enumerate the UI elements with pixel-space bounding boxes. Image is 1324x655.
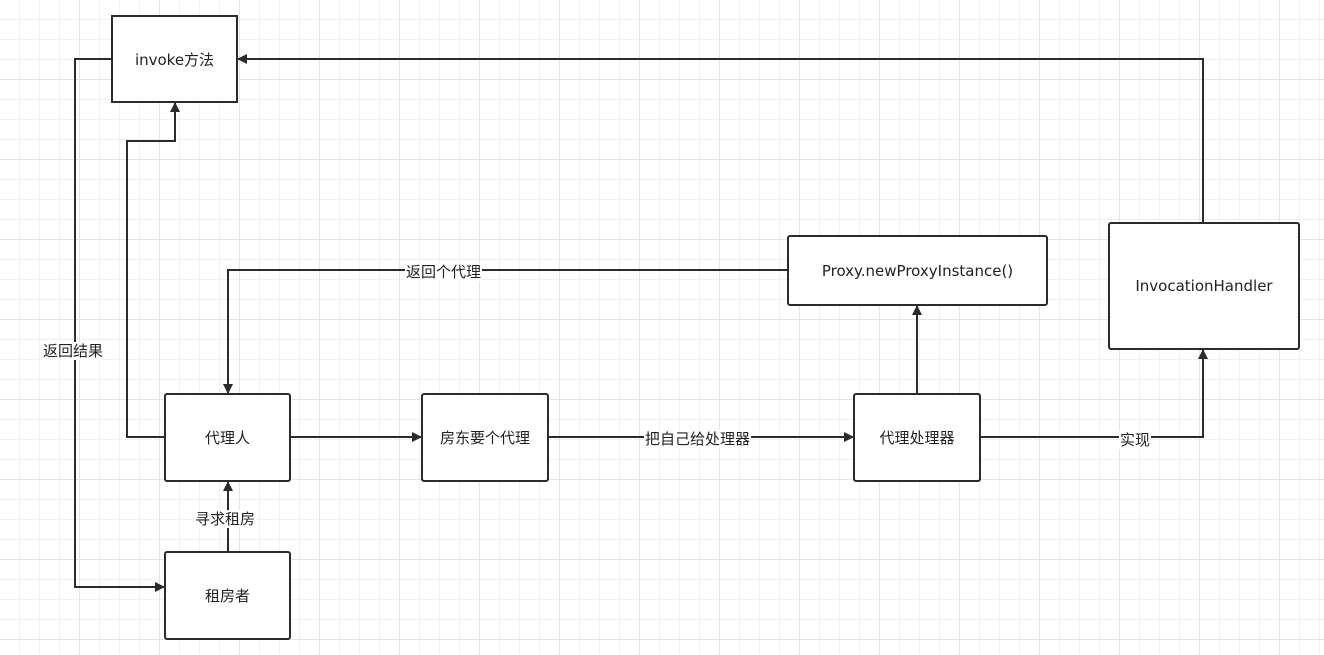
invocation-handler-node[interactable]: InvocationHandler <box>1108 222 1300 350</box>
edge-label-give-self-to-handler: 把自己给处理器 <box>644 430 752 448</box>
invoke-method-node[interactable]: invoke方法 <box>111 15 238 103</box>
tenant-label: 租房者 <box>204 587 250 605</box>
edge-agent-to-invoke <box>126 102 180 438</box>
edge-label-return-result: 返回结果 <box>42 342 105 360</box>
edge-handler-to-invoke <box>237 54 1204 222</box>
proxy-new-instance-node[interactable]: Proxy.newProxyInstance() <box>787 235 1048 306</box>
proxy-new-instance-label: Proxy.newProxyInstance() <box>821 261 1014 280</box>
edge-label-seek-rental: 寻求租房 <box>194 510 257 528</box>
landlord-label: 房东要个代理 <box>439 429 530 447</box>
proxy-handler-label: 代理处理器 <box>879 429 955 447</box>
agent-node[interactable]: 代理人 <box>164 393 291 482</box>
invoke-method-label: invoke方法 <box>134 50 215 69</box>
invocation-handler-label: InvocationHandler <box>1135 277 1273 295</box>
edge-proxyhandler-to-invocationhandler <box>980 349 1208 438</box>
agent-label: 代理人 <box>204 429 250 447</box>
proxy-handler-node[interactable]: 代理处理器 <box>853 393 981 482</box>
landlord-node[interactable]: 房东要个代理 <box>421 393 549 482</box>
edge-label-return-proxy: 返回个代理 <box>405 263 483 281</box>
edge-proxy-to-agent <box>223 269 787 394</box>
edge-label-implements: 实现 <box>1119 431 1152 449</box>
tenant-node[interactable]: 租房者 <box>164 551 291 640</box>
edge-invoke-to-tenant <box>74 58 165 592</box>
